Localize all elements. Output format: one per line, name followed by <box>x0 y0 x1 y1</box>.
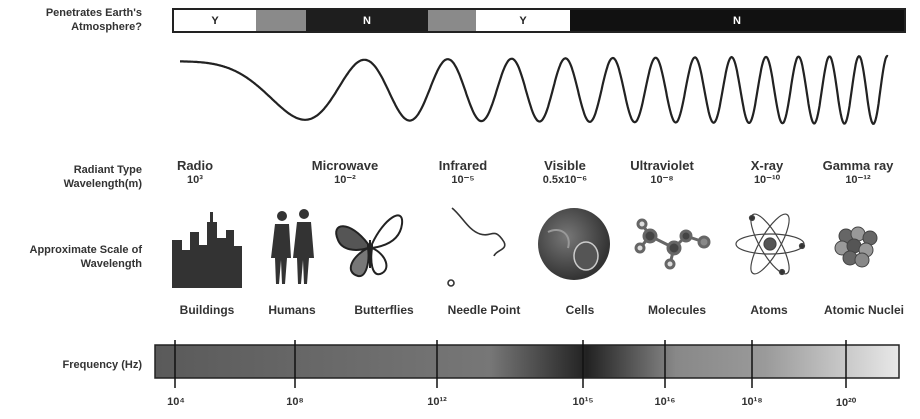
molecule-icon <box>634 218 711 270</box>
frequency-bar <box>154 344 900 379</box>
wave-line <box>180 54 889 125</box>
band-segment-5: Y <box>476 10 570 31</box>
scale-atoms: Atoms <box>750 303 788 317</box>
frequency-tick: 10¹⁸ <box>741 396 763 408</box>
scale-butterflies: Butterflies <box>354 303 414 317</box>
frequency-tick: 10¹⁶ <box>654 396 676 408</box>
scale-needle-point: Needle Point <box>447 303 521 317</box>
scale-cells: Cells <box>565 303 595 317</box>
atmosphere-band: Y N Y N <box>172 8 906 33</box>
scale-buildings: Buildings <box>179 303 235 317</box>
band-segment-2 <box>256 10 306 31</box>
band-segment-3: N <box>306 10 428 31</box>
buildings-icon <box>172 212 242 288</box>
nucleus-icon <box>834 226 878 268</box>
label-radiant-type: Radiant Type <box>73 164 142 176</box>
label-wavelength: Wavelength(m) <box>63 178 142 190</box>
frequency-tick: 10¹⁵ <box>572 396 594 408</box>
scale-atomic-nuclei: Atomic Nuclei <box>823 303 904 317</box>
humans-icon <box>271 209 314 284</box>
label-penetrates: Penetrates Earth's Atmosphere? <box>45 7 142 33</box>
butterfly-icon <box>335 214 404 278</box>
frequency-tick: 10⁴ <box>167 396 185 408</box>
band-segment-1: Y <box>174 10 256 31</box>
frequency-tick: 10⁸ <box>286 396 304 408</box>
band-segment-4 <box>428 10 476 31</box>
atom-icon <box>735 213 806 276</box>
label-frequency: Frequency (Hz) <box>62 359 142 371</box>
band-segment-6: N <box>570 10 904 31</box>
frequency-tick: 10²⁰ <box>835 397 857 409</box>
needle-icon <box>447 207 506 287</box>
scale-humans: Humans <box>268 303 316 317</box>
label-scale: Approximate Scale of Wavelength <box>29 244 142 270</box>
cell-icon <box>538 208 610 280</box>
frequency-tick: 10¹² <box>427 396 447 408</box>
scale-molecules: Molecules <box>647 303 707 317</box>
